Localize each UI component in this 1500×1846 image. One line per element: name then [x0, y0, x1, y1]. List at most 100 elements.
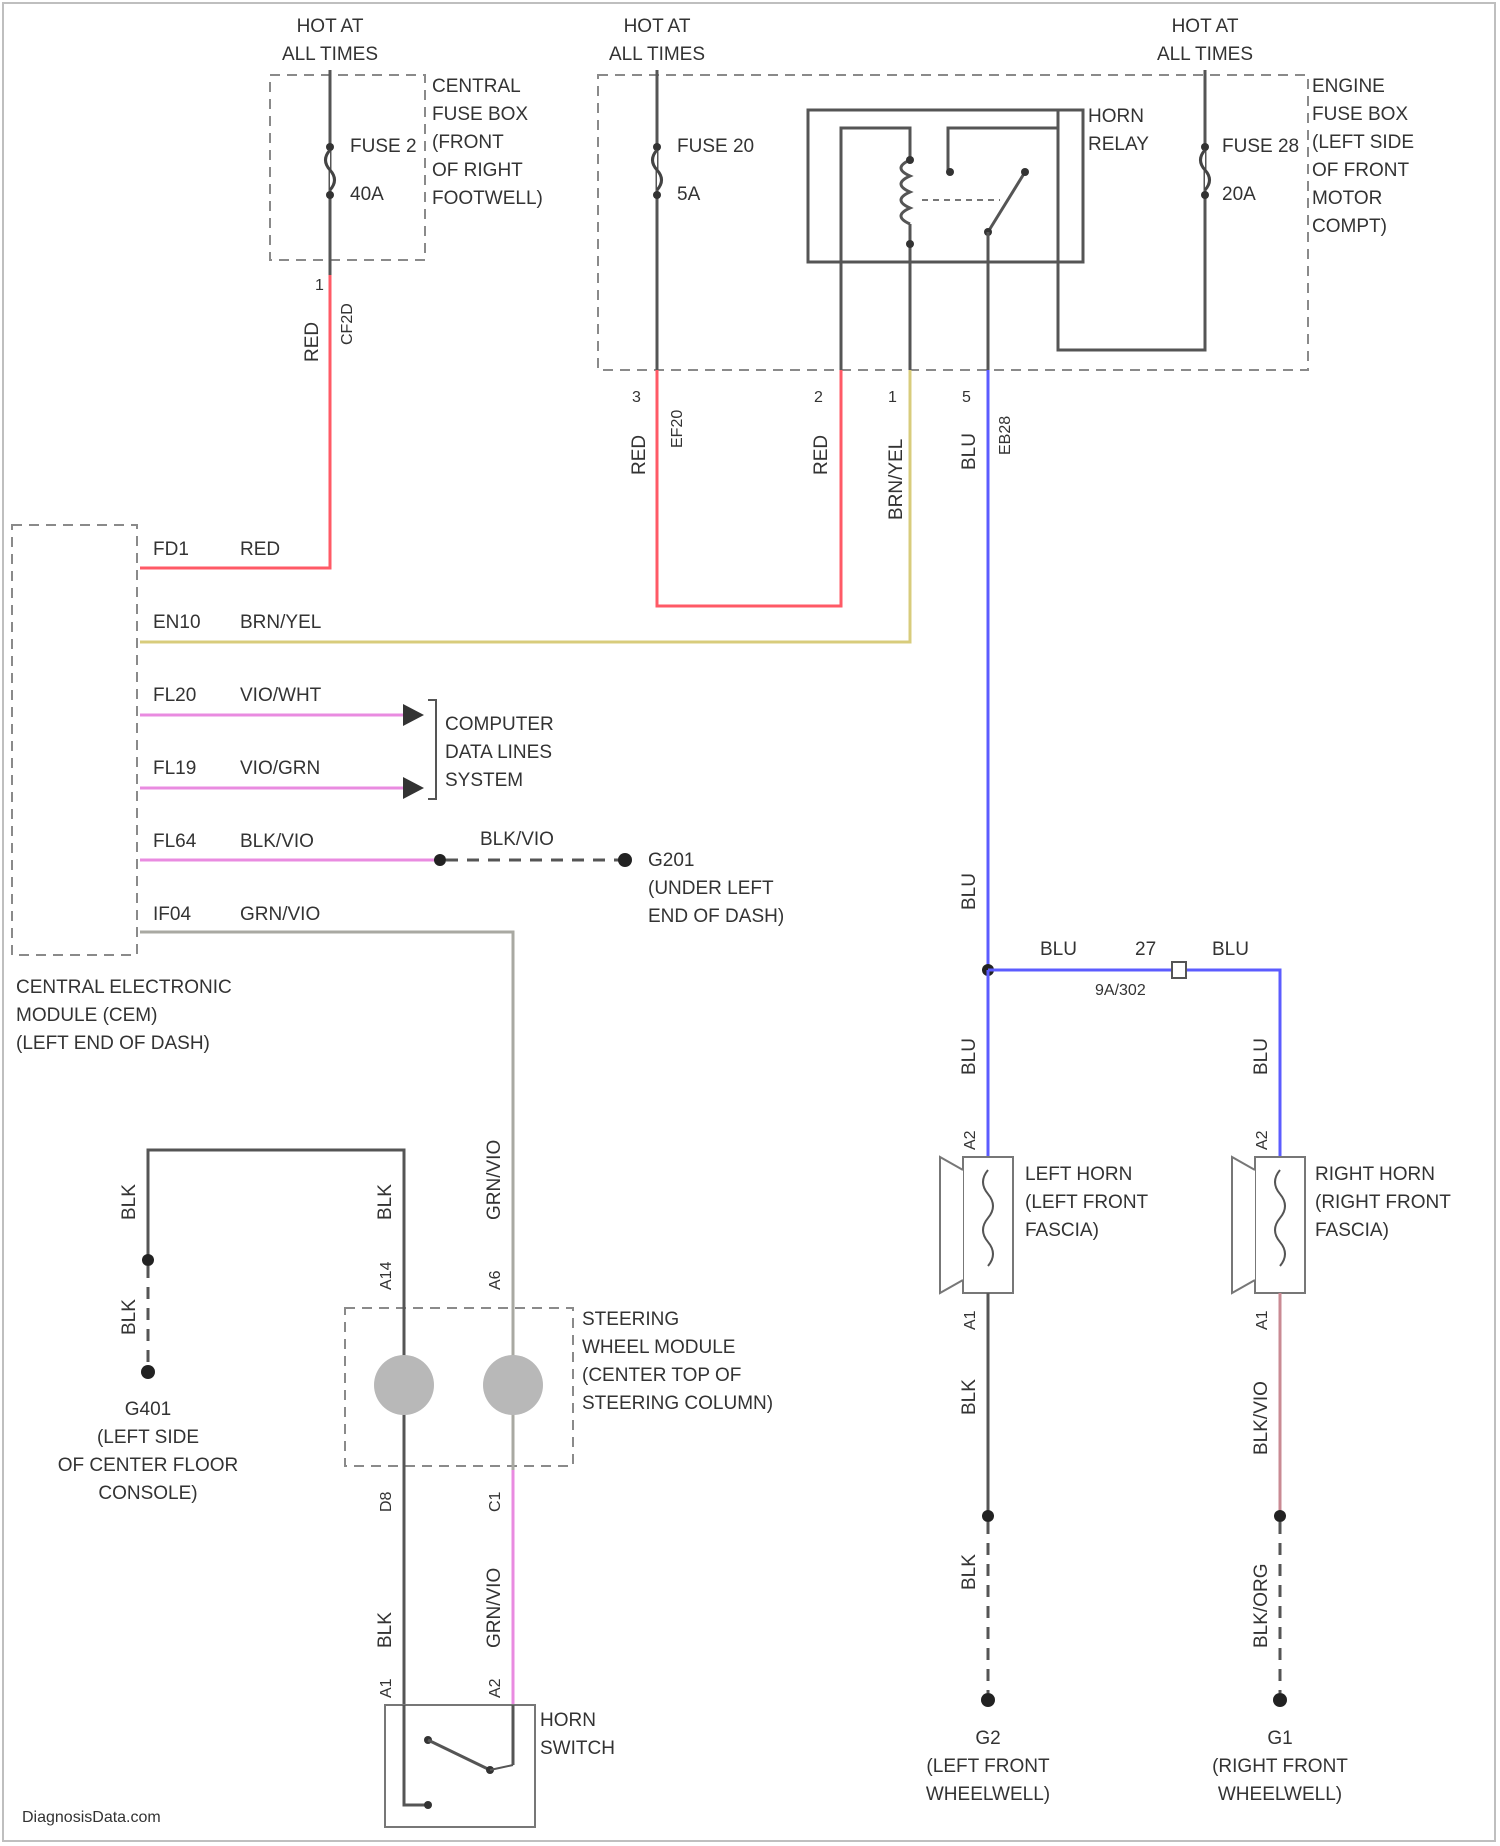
fuse2-name: FUSE 2 [350, 136, 417, 157]
g1-label-1: G1 [1267, 1728, 1292, 1749]
arrow-fl20-icon [403, 704, 424, 726]
g201-label-1: G201 [648, 850, 694, 871]
cem-pin-if04: IF04 [153, 904, 191, 925]
data-lines-label-3: SYSTEM [445, 770, 523, 791]
left-horn-pin-out: A1 [962, 1310, 979, 1330]
central-fuse-box-label-3: (FRONT [432, 132, 504, 153]
g401-label-2: (LEFT SIDE [97, 1427, 199, 1448]
right-horn-splice-dot [1274, 1510, 1286, 1522]
fuse2-terminal-bottom [326, 191, 334, 199]
g401-wire [148, 1150, 404, 1300]
wire-brn-yel-en10 [140, 370, 910, 642]
steering-pin-top-right: A6 [487, 1270, 504, 1290]
left-horn-label-3: FASCIA) [1025, 1220, 1099, 1241]
wire4-color: BLU [959, 433, 980, 470]
cem-pin-en10-color: BRN/YEL [240, 612, 321, 633]
fuse28-icon [1201, 150, 1210, 190]
g1-label-3: WHEELWELL) [1218, 1784, 1342, 1805]
cem-pin-fl20: FL20 [153, 685, 196, 706]
relay-coil-dot-bottom [906, 240, 914, 248]
g2-label-2: (LEFT FRONT [926, 1756, 1050, 1777]
relay-switch-dot-top [1021, 168, 1029, 176]
steering-pin-top-left: A14 [378, 1261, 395, 1290]
horn-relay-label-2: RELAY [1088, 134, 1149, 155]
engine-fuse-box-label-5: MOTOR [1312, 188, 1382, 209]
left-horn-pin-in: A2 [962, 1130, 979, 1150]
g2-label-1: G2 [975, 1728, 1000, 1749]
g401-label-4: CONSOLE) [98, 1483, 197, 1504]
data-lines-bracket [428, 700, 436, 799]
cem-pin-fl64-color: BLK/VIO [240, 831, 314, 852]
fuse20-terminal-top [653, 143, 661, 151]
wire3-color: BRN/YEL [886, 439, 907, 520]
fuse20-name: FUSE 20 [677, 136, 754, 157]
engine-fuse-box-label-2: FUSE BOX [1312, 104, 1408, 125]
right-horn-label-1: RIGHT HORN [1315, 1164, 1435, 1185]
central-fuse-wire-id: CF2D [339, 303, 356, 345]
cem-pin-fd1-color: RED [240, 539, 280, 560]
horn-switch-pin-left: A1 [378, 1678, 395, 1698]
right-horn-label-2: (RIGHT FRONT [1315, 1192, 1451, 1213]
g1-label-2: (RIGHT FRONT [1212, 1756, 1348, 1777]
g401-wire-top: BLK [119, 1184, 140, 1220]
relay-coil-feed [841, 128, 910, 370]
cem-pin-en10: EN10 [153, 612, 201, 633]
engine-fuse-box-label-3: (LEFT SIDE [1312, 132, 1414, 153]
fuse28-terminal-bottom [1201, 191, 1209, 199]
central-fuse-pin: 1 [315, 277, 324, 294]
g201-wire-color: BLK/VIO [480, 829, 554, 850]
engine-fuse-box [598, 75, 1308, 370]
fuse20-terminal-bottom [653, 191, 661, 199]
hot-label-2-line2: ALL TIMES [609, 44, 705, 65]
blu-mid-color: BLU [959, 873, 980, 910]
steering-label-2: WHEEL MODULE [582, 1337, 735, 1358]
left-horn-wire-gnd: BLK [959, 1554, 980, 1590]
cem-pin-fl64: FL64 [153, 831, 197, 852]
horn-switch-label-2: SWITCH [540, 1738, 615, 1759]
splice-connector [1172, 962, 1186, 978]
fuse2-rating: 40A [350, 184, 384, 205]
fuse2-icon [326, 150, 335, 190]
splice-left-color: BLU [1040, 939, 1077, 960]
hot-label-1-line1: HOT AT [297, 16, 364, 37]
relay-coil-icon [901, 160, 910, 224]
relay-switch-feed [948, 110, 1058, 172]
relay-contact-dot [946, 168, 954, 176]
horn-relay-box [808, 110, 1083, 262]
arrow-fl19-icon [403, 777, 424, 799]
hot-label-1-line2: ALL TIMES [282, 44, 378, 65]
left-horn-body [963, 1157, 1013, 1293]
g201-splice-dot [434, 854, 446, 866]
cem-label-2: MODULE (CEM) [16, 1005, 157, 1026]
g2-label-3: WHEELWELL) [926, 1784, 1050, 1805]
g401-label-1: G401 [125, 1399, 171, 1420]
cem-label-3: (LEFT END OF DASH) [16, 1033, 210, 1054]
clockspring-right-icon [483, 1355, 543, 1415]
right-horn-body [1255, 1157, 1305, 1293]
relay-coil-dot-top [906, 156, 914, 164]
wire2-color: RED [811, 435, 832, 475]
left-horn-wire-out: BLK [959, 1379, 980, 1415]
right-horn-label-3: FASCIA) [1315, 1220, 1389, 1241]
central-fuse-box-label-4: OF RIGHT [432, 160, 523, 181]
engine-fuse-box-label-4: OF FRONT [1312, 160, 1409, 181]
right-horn-wire-gnd: BLK/ORG [1251, 1564, 1272, 1648]
splice-pin: 27 [1135, 939, 1156, 960]
splice-right-color: BLU [1212, 939, 1249, 960]
left-horn-label-1: LEFT HORN [1025, 1164, 1132, 1185]
horn-switch-pin-right: A2 [487, 1678, 504, 1698]
cem-box [12, 525, 137, 955]
engine-pin-1: 3 [632, 389, 641, 406]
cem-label-1: CENTRAL ELECTRONIC [16, 977, 232, 998]
g401-ground-icon [141, 1365, 155, 1379]
hot-label-3-line2: ALL TIMES [1157, 44, 1253, 65]
wire-red-fd1 [140, 275, 330, 568]
right-horn-wire-in: BLU [1251, 1038, 1272, 1075]
left-horn-icon [940, 1157, 963, 1293]
right-horn-icon [1232, 1157, 1255, 1293]
steering-wire-top-right: GRN/VIO [484, 1140, 505, 1220]
fuse28-terminal-top [1201, 143, 1209, 151]
cem-pin-fl20-color: VIO/WHT [240, 685, 322, 706]
central-fuse-box-label-2: FUSE BOX [432, 104, 528, 125]
